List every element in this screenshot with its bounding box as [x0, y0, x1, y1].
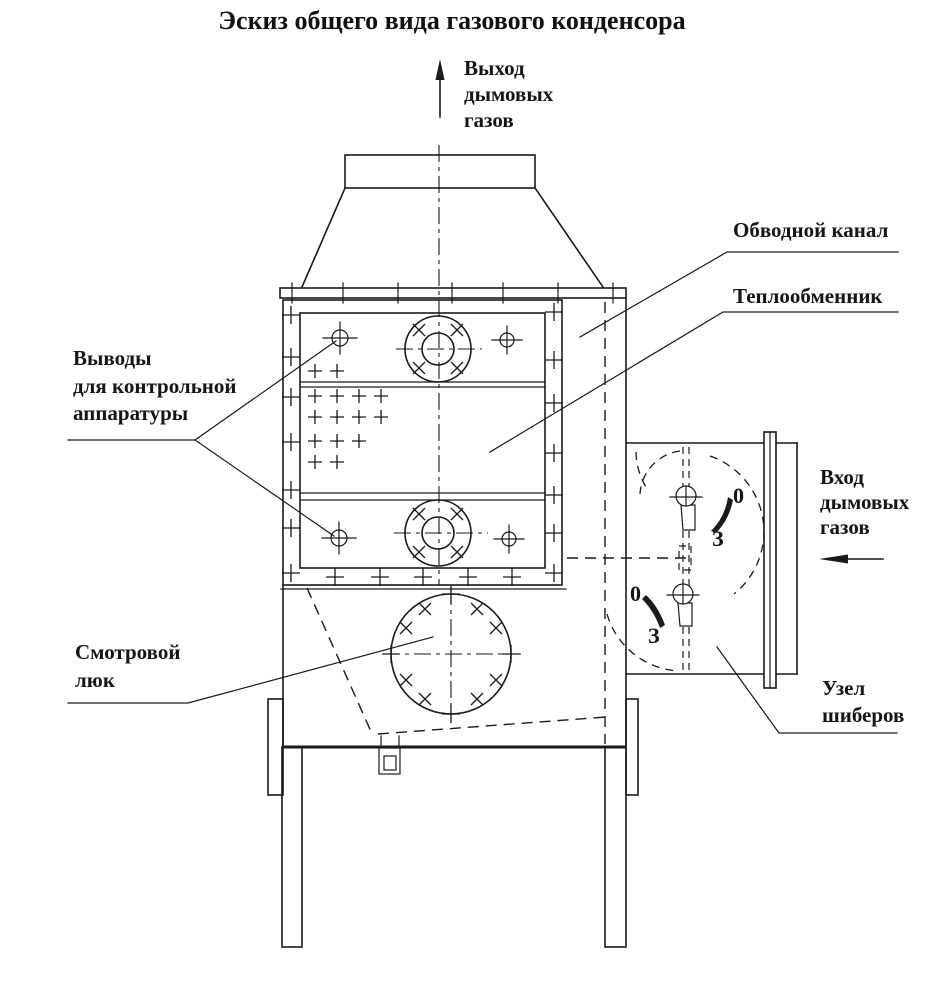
right-leg-plate — [625, 698, 639, 796]
right-leg — [604, 746, 627, 948]
control-tap-bottom-left — [321, 521, 357, 555]
heat-exchanger-label: Теплообменник — [733, 284, 883, 308]
inspection-hatch-leader — [67, 636, 434, 704]
control-taps-leader-lower — [194, 439, 335, 537]
control-tap-top-left — [322, 321, 358, 355]
drawing-title: Эскиз общего вида газового конденсора — [218, 6, 685, 35]
flue-gas-outlet-arrow — [435, 59, 445, 118]
inlet-duct — [567, 442, 798, 675]
tube-plus-marks-grid — [307, 363, 389, 470]
heat-exchanger-leader — [489, 311, 899, 453]
flanged-port-bottom — [394, 499, 488, 567]
support-legs — [267, 698, 639, 948]
inspection-hatch-port — [381, 584, 521, 724]
control-tap-top-right — [491, 325, 523, 355]
damper-unit-leader — [716, 646, 898, 734]
inspection-hatch-label: Смотровой люк — [75, 640, 186, 692]
lower-damper-swing-arrow — [642, 595, 665, 628]
upper-damper-open-label: 0 — [733, 483, 744, 508]
damper-shaft — [678, 447, 692, 672]
damper-unit-label: Узел шиберов — [822, 676, 904, 727]
left-leg-plate — [267, 698, 284, 796]
bypass-channel-leader — [579, 251, 899, 338]
shaft-coupling — [678, 545, 692, 571]
lower-damper-closed-label: З — [648, 623, 660, 648]
flue-gas-inlet-arrow — [819, 554, 884, 564]
duct-end-flange — [763, 431, 777, 689]
damper-handle-lower — [666, 583, 700, 627]
control-tap-bottom-right — [493, 524, 525, 554]
left-leg — [281, 746, 303, 948]
cone-hood — [300, 186, 605, 289]
flanged-port-top — [396, 315, 482, 383]
damper-handle-upper — [669, 485, 703, 531]
flue-gas-outlet-label: Выход дымовых газов — [464, 56, 559, 132]
flue-gas-inlet-label: Вход дымовых газов — [820, 465, 915, 539]
lower-damper-open-label: 0 — [630, 581, 641, 606]
chimney-stub — [344, 154, 536, 189]
drain-fitting — [378, 735, 401, 775]
control-taps-label: Выводы для контрольной аппаратуры — [73, 346, 242, 425]
bypass-channel-label: Обводной канал — [733, 218, 889, 242]
panel-band-dividers — [299, 381, 546, 501]
upper-damper-swing-arrow — [711, 497, 733, 533]
upper-damper-closed-label: З — [712, 526, 724, 551]
damper-swing-arcs — [606, 450, 765, 672]
